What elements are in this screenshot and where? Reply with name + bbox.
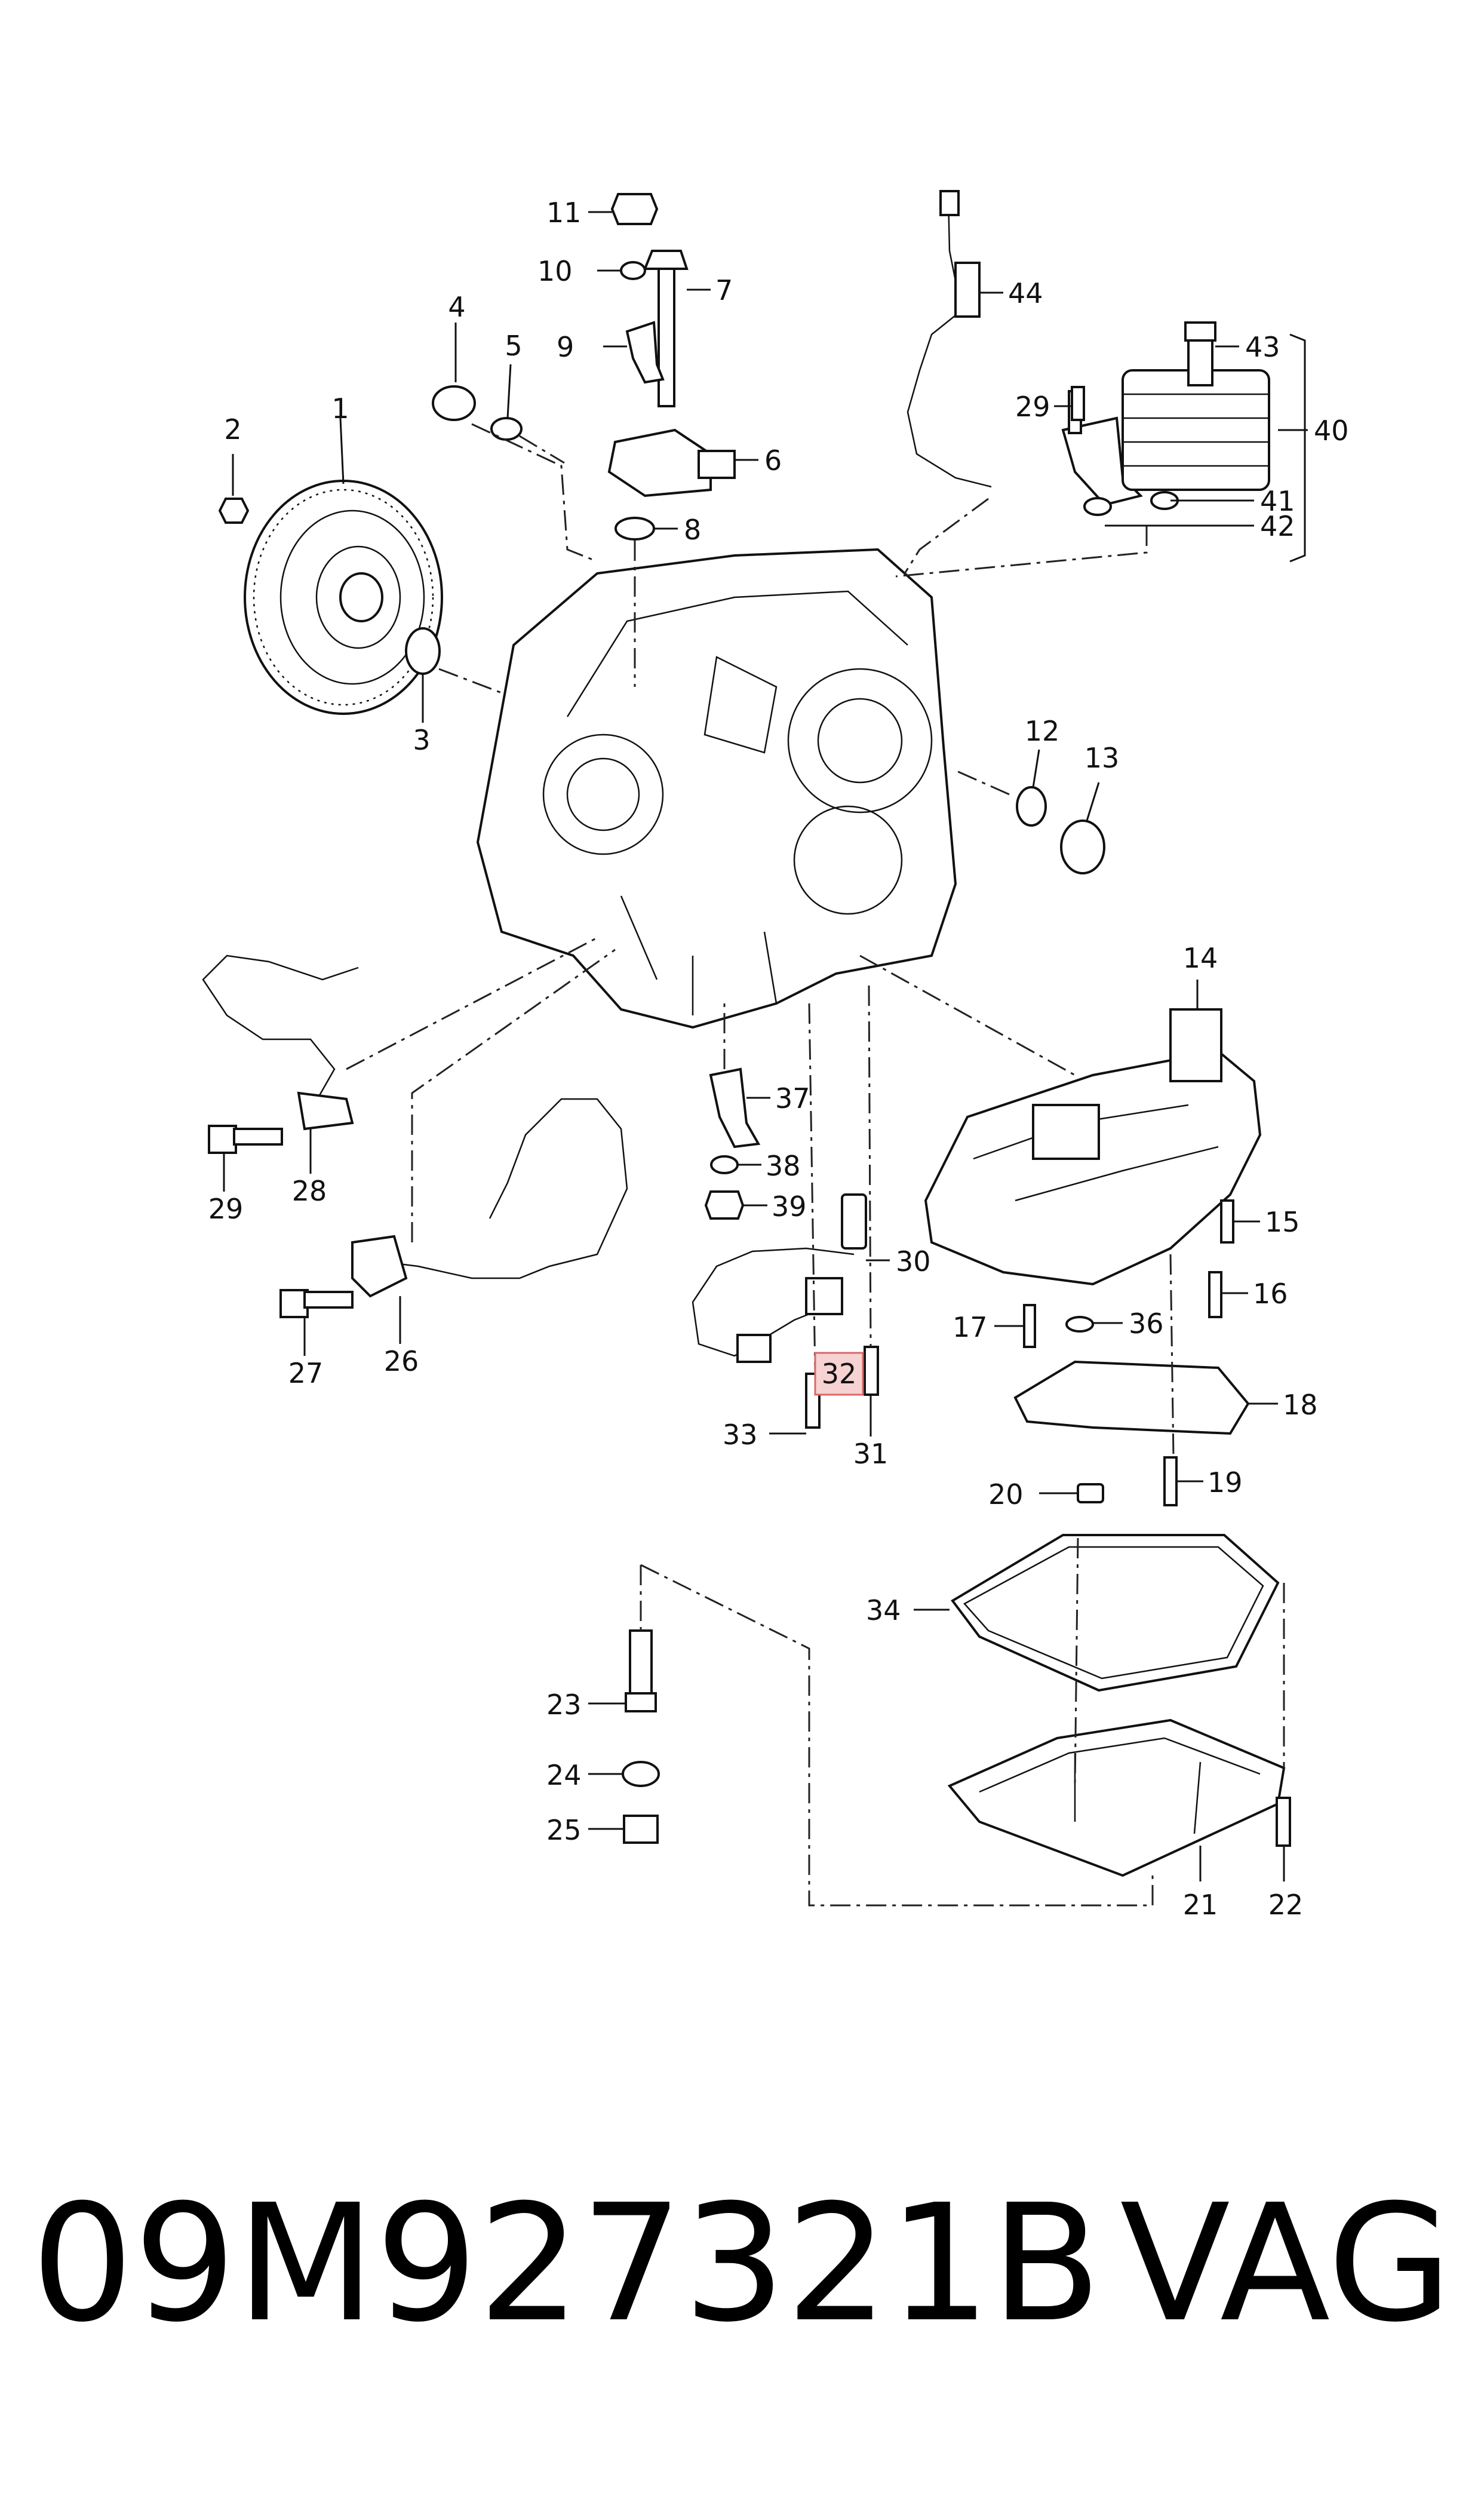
bracket-37 xyxy=(709,1067,761,1149)
bolt-15 xyxy=(1220,1199,1234,1244)
callout-14: 14 xyxy=(1183,942,1218,974)
callout-43: 43 xyxy=(1245,331,1280,363)
callout-30: 30 xyxy=(896,1245,931,1278)
seal-ring-5 xyxy=(490,417,523,441)
wiring-harness-44 xyxy=(907,197,992,488)
cap-25 xyxy=(623,1815,659,1844)
callout-26: 26 xyxy=(384,1345,419,1377)
part-number: 09M927321B xyxy=(31,2169,1102,2358)
callout-leaders xyxy=(223,211,1308,1881)
assembly-lines xyxy=(346,423,1285,1907)
bolt-17 xyxy=(1023,1304,1036,1348)
wiring-harness-26 xyxy=(370,1098,628,1279)
callout-11: 11 xyxy=(546,197,582,229)
callout-2: 2 xyxy=(224,413,241,446)
seal-ring-3 xyxy=(405,627,441,675)
o-ring-12 xyxy=(1016,786,1047,827)
callout-16: 16 xyxy=(1253,1278,1288,1310)
bolt-7 xyxy=(643,250,689,407)
harness-26-plug xyxy=(351,1235,408,1298)
transmission-housing xyxy=(476,548,957,1029)
callout-7: 7 xyxy=(715,274,733,306)
washer-38 xyxy=(710,1155,739,1174)
callout-10: 10 xyxy=(537,255,573,287)
callout-17: 17 xyxy=(953,1311,988,1343)
seal-ring-4 xyxy=(432,385,476,421)
washer-36 xyxy=(1065,1316,1094,1333)
o-ring-8 xyxy=(615,517,655,541)
callout-23: 23 xyxy=(546,1689,582,1721)
callout-4: 4 xyxy=(448,291,465,323)
callout-15: 15 xyxy=(1265,1206,1300,1238)
footer: 09M927321B VAG xyxy=(31,2174,1452,2353)
callout-29-upper: 29 xyxy=(1015,391,1050,423)
callout-44: 44 xyxy=(1008,277,1043,309)
bracket-9 xyxy=(625,321,665,384)
harness-44-connector xyxy=(939,190,960,216)
callout-32-highlighted: 32 xyxy=(822,1358,857,1390)
callout-1: 1 xyxy=(331,392,349,425)
bolt-16 xyxy=(1208,1271,1222,1318)
washer-10 xyxy=(620,261,646,280)
callout-12: 12 xyxy=(1025,715,1060,747)
callout-18: 18 xyxy=(1283,1389,1318,1421)
callout-29-lower: 29 xyxy=(208,1193,244,1225)
callout-25: 25 xyxy=(546,1814,582,1846)
seal-24 xyxy=(622,1761,660,1787)
callout-20: 20 xyxy=(988,1478,1024,1511)
callout-31: 31 xyxy=(853,1438,889,1470)
callout-8: 8 xyxy=(684,514,701,546)
callout-37: 37 xyxy=(775,1082,810,1115)
oil-cooler-40 xyxy=(1061,321,1270,516)
callout-24: 24 xyxy=(546,1759,582,1791)
callout-41: 41 xyxy=(1260,485,1295,517)
callout-labels: 1 2 3 4 5 6 7 8 9 10 11 12 13 14 15 16 1… xyxy=(208,197,1349,1921)
callout-3: 3 xyxy=(413,724,430,756)
callout-21: 21 xyxy=(1183,1889,1218,1921)
oil-pan-21 xyxy=(947,1718,1286,1877)
callout-9: 9 xyxy=(557,331,574,363)
harness-44-clip xyxy=(954,262,981,318)
callout-33: 33 xyxy=(723,1419,758,1451)
bolt-22 xyxy=(1276,1797,1291,1847)
callout-38: 38 xyxy=(766,1150,801,1182)
callout-42: 42 xyxy=(1260,510,1295,542)
speed-sensor-30 xyxy=(692,1193,867,1363)
callout-34: 34 xyxy=(866,1594,901,1626)
nut-39 xyxy=(704,1190,745,1220)
harness-28-plug xyxy=(297,1091,354,1131)
callout-39: 39 xyxy=(772,1190,807,1223)
seal-ring-13 xyxy=(1060,819,1105,874)
filter-18 xyxy=(1013,1360,1250,1435)
nut-11 xyxy=(610,193,659,225)
callout-19: 19 xyxy=(1208,1466,1243,1499)
bolt-29-lower xyxy=(208,1125,283,1154)
callout-22: 22 xyxy=(1268,1889,1304,1921)
drain-plug-23 xyxy=(625,1629,657,1712)
brand-label: VAG xyxy=(1120,2169,1452,2358)
bolt-29-upper xyxy=(1071,386,1085,421)
valve-body-14 xyxy=(924,1008,1262,1286)
plug-20 xyxy=(1077,1483,1104,1503)
callout-36: 36 xyxy=(1129,1307,1164,1340)
bolt-27 xyxy=(279,1289,354,1318)
callout-40: 40 xyxy=(1314,415,1349,447)
callout-5: 5 xyxy=(505,330,522,362)
sensor-6 xyxy=(607,428,736,498)
callout-13: 13 xyxy=(1084,742,1120,774)
bolt-19 xyxy=(1163,1456,1178,1506)
callout-6: 6 xyxy=(764,444,782,477)
torque-converter xyxy=(244,480,443,715)
wiring-harness-28 xyxy=(202,954,359,1112)
nut-2 xyxy=(218,498,250,524)
pan-gasket-34 xyxy=(951,1534,1280,1692)
bolt-31 xyxy=(864,1346,879,1396)
highlight-box-32 xyxy=(814,1352,864,1396)
callout-28: 28 xyxy=(292,1175,327,1207)
callout-27: 27 xyxy=(288,1357,324,1389)
